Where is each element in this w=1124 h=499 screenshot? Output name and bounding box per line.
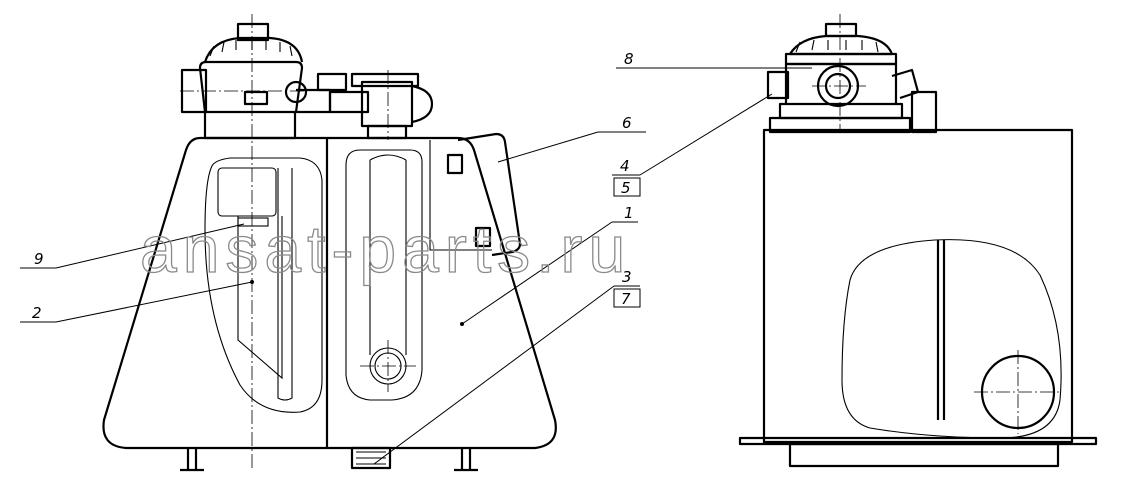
- leader-1: [461, 221, 613, 325]
- valve-base: [366, 124, 408, 140]
- callout-8: 8: [624, 50, 634, 68]
- tank-body-front: [102, 136, 557, 450]
- inspection-window-left: [204, 157, 323, 413]
- foot-left: [180, 448, 204, 472]
- side-bracket: [457, 132, 522, 257]
- callout-9: 9: [34, 250, 44, 268]
- valve-block: [360, 80, 414, 128]
- tank-body-side: [762, 128, 1074, 444]
- bracket-bolt-upper: [446, 153, 464, 175]
- valve-top: [350, 72, 420, 88]
- side-elbow-right: [891, 68, 920, 100]
- coupling-nut: [328, 90, 370, 114]
- callout-6: 6: [622, 114, 632, 132]
- leader-lines: [20, 67, 812, 465]
- leader-2: [55, 281, 253, 323]
- side-filler-base: [778, 102, 904, 120]
- callout-4: 4: [620, 157, 630, 175]
- filler-base: [203, 110, 297, 140]
- leader-9: [55, 223, 245, 269]
- return-pipe: [369, 154, 407, 355]
- bracket-bolt-lower: [474, 226, 492, 248]
- filler-housing: [198, 60, 304, 113]
- base-skid: [788, 442, 1060, 468]
- side-cap-ribs: [795, 39, 879, 53]
- leader-2-dot: [250, 280, 254, 284]
- callout-7: 7: [621, 290, 631, 308]
- leader-6: [497, 131, 599, 163]
- callout-3: 3: [622, 268, 632, 286]
- clamp-band: [237, 217, 269, 227]
- callout-5: 5: [621, 179, 631, 197]
- label-plate: [243, 90, 269, 106]
- inspection-window-side: [841, 239, 1062, 439]
- front-view: [102, 14, 557, 472]
- callout-labels: 8 6 4 5 1 3 7 9 2: [32, 50, 634, 322]
- foot-right: [454, 448, 478, 472]
- drain-plug-thread: [356, 451, 386, 465]
- watermark-text: ansat-parts.ru: [140, 212, 631, 286]
- filter-cap: [217, 167, 277, 217]
- valve-knob: [411, 84, 434, 124]
- suction-pipe: [277, 168, 293, 401]
- filler-cap-top: [236, 22, 270, 42]
- filter-element: [237, 216, 283, 380]
- side-valve: [910, 90, 938, 134]
- filler-cap-dome: [203, 36, 304, 63]
- side-cap-ring: [784, 52, 898, 66]
- leader-3: [373, 285, 615, 465]
- callout-1: 1: [624, 204, 634, 222]
- drain-plug: [350, 446, 392, 470]
- breather-port: [284, 80, 308, 104]
- bracket-plate: [429, 140, 492, 251]
- side-filler-top: [824, 22, 858, 38]
- elbow-fitting: [316, 72, 348, 92]
- inspection-window-right: [345, 149, 423, 401]
- side-fitting-left: [766, 70, 790, 100]
- leader-4: [639, 93, 773, 176]
- callout-2: 2: [32, 304, 42, 322]
- leader-1-dot: [460, 322, 464, 326]
- callout-7-box: [613, 288, 641, 308]
- side-partition: [936, 240, 946, 420]
- callout-5-box: [613, 177, 641, 197]
- side-view: [738, 14, 1098, 468]
